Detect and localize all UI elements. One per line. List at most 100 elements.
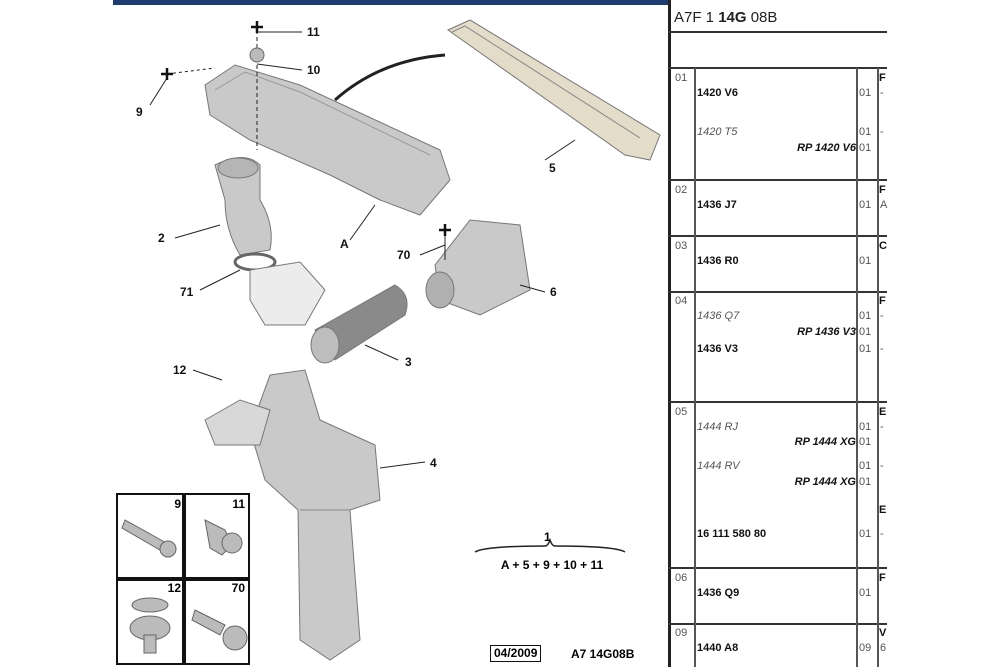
quantity: 09	[859, 642, 872, 654]
quantity: 01	[859, 142, 872, 154]
row-note: -	[880, 87, 884, 99]
row-note: -	[880, 126, 884, 138]
exploded-parts-diagram	[121, 19, 661, 661]
title-suffix: 08B	[746, 9, 778, 26]
quantity: 01	[859, 199, 872, 211]
callout-12: 12	[173, 363, 187, 377]
row-description: F	[879, 295, 886, 307]
divider	[668, 623, 887, 625]
quantity: 01	[859, 476, 872, 488]
divider	[856, 68, 858, 667]
title-bold: 14G	[718, 9, 747, 26]
table-left-border	[668, 0, 671, 667]
part-number-replacement: RP 1444 XG	[794, 476, 856, 488]
resonator-71	[249, 261, 326, 326]
quantity: 01	[859, 587, 872, 599]
callout-2: 2	[158, 231, 165, 245]
callout-11: 11	[307, 25, 320, 39]
air-filter-housing-A	[204, 64, 451, 216]
table-title: A7F 1 14G 08B	[674, 9, 777, 26]
row-index: 02	[675, 184, 688, 196]
row-note: -	[880, 421, 884, 433]
inset-11: 11	[182, 493, 250, 581]
callout-3: 3	[405, 355, 412, 369]
quantity: 01	[859, 310, 872, 322]
row-description: F	[879, 72, 886, 84]
top-accent-bar	[113, 0, 668, 5]
quantity: 01	[859, 436, 872, 448]
plus-icons	[161, 21, 451, 236]
inset-9: 9	[116, 493, 186, 581]
row-index: 03	[675, 240, 688, 252]
quantity: 01	[859, 326, 872, 338]
divider	[668, 235, 887, 237]
kit-label: 1	[544, 530, 551, 544]
part-number: 1436 Q9	[697, 587, 740, 599]
part-number-replacement: RP 1444 XG	[794, 436, 856, 448]
part-number: 16 111 580 80	[697, 528, 767, 540]
plus-icon	[251, 21, 263, 33]
divider	[668, 179, 887, 181]
row-description: E	[879, 504, 887, 516]
part-number: 1420 V6	[697, 87, 738, 99]
row-description: V	[879, 627, 887, 639]
row-note: 6	[880, 642, 887, 654]
plus-icon	[161, 68, 173, 80]
part-number: 1444 RJ	[697, 421, 738, 433]
callout-10: 10	[307, 63, 321, 77]
bracket-12	[204, 399, 271, 446]
row-note: -	[880, 528, 884, 540]
title-prefix: A7F 1	[674, 9, 719, 26]
callout-5: 5	[549, 161, 556, 175]
quantity: 01	[859, 87, 872, 99]
row-note: -	[880, 310, 884, 322]
callout-70: 70	[397, 248, 411, 262]
row-note: -	[880, 460, 884, 472]
row-description: F	[879, 572, 886, 584]
callout-6: 6	[550, 285, 557, 299]
intake-hose-2	[214, 157, 272, 256]
quantity: 01	[859, 421, 872, 433]
callout-9: 9	[136, 105, 143, 119]
row-description: C	[879, 240, 887, 252]
inset-label: 9	[174, 497, 181, 511]
part-number: 1436 J7	[697, 199, 737, 211]
diagram-reference: A7 14G08B	[571, 647, 635, 661]
quantity: 01	[859, 460, 872, 472]
quantity: 01	[859, 255, 872, 267]
part-number-replacement: RP 1436 V3	[797, 326, 856, 338]
row-index: 05	[675, 406, 688, 418]
filter-element-5	[446, 19, 661, 161]
divider	[668, 567, 887, 569]
row-description: F	[879, 184, 886, 196]
part-number: 1440 A8	[697, 642, 739, 654]
inset-12: 12	[116, 577, 186, 665]
inset-label: 70	[231, 581, 245, 595]
row-index: 09	[675, 627, 688, 639]
row-note: -	[880, 343, 884, 355]
diagram-date: 04/2009	[490, 645, 542, 662]
part-number: 1444 RV	[697, 460, 740, 472]
inset-70: 70	[182, 577, 250, 665]
divider	[668, 291, 887, 293]
callout-A: A	[340, 237, 349, 251]
quantity: 01	[859, 126, 872, 138]
row-note: A	[880, 199, 888, 211]
divider	[694, 68, 696, 667]
kit-formula: A + 5 + 9 + 10 + 11	[500, 558, 604, 572]
row-index: 01	[675, 72, 688, 84]
part-number: 1420 T5	[697, 126, 738, 138]
callout-4: 4	[430, 456, 437, 470]
part-number: 1436 R0	[697, 255, 739, 267]
part-number: 1436 Q7	[697, 310, 740, 322]
divider	[668, 67, 887, 69]
row-description: E	[879, 406, 887, 418]
quantity: 01	[859, 528, 872, 540]
divider	[877, 68, 879, 667]
air-intake-4	[249, 369, 381, 661]
divider	[668, 401, 887, 403]
divider	[668, 31, 887, 33]
part-number: 1436 V3	[697, 343, 738, 355]
callout-71: 71	[180, 285, 194, 299]
part-number-replacement: RP 1420 V6	[797, 142, 856, 154]
